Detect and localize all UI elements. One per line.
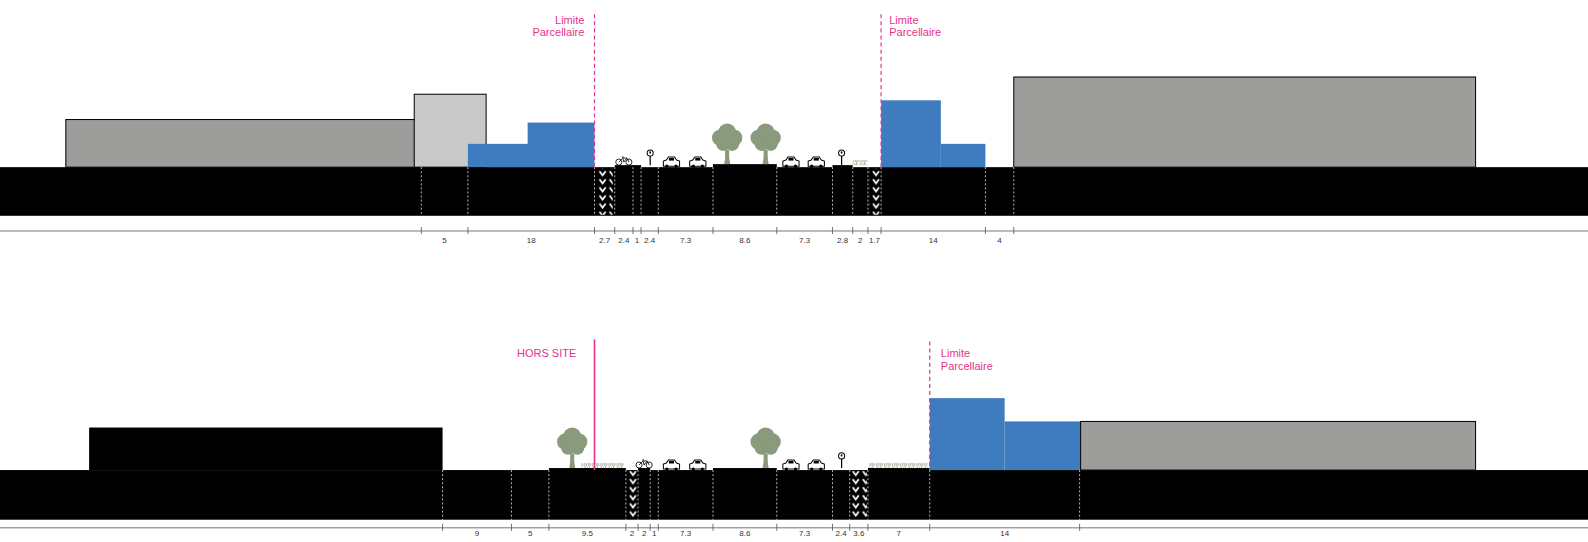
section-divider [867, 167, 868, 216]
dimension-tick [442, 524, 443, 531]
dimension-label: 4 [997, 237, 1001, 246]
section-divider [650, 470, 651, 520]
dimension-label: 1 [652, 530, 656, 539]
section-divider [881, 167, 882, 216]
section-divider [776, 470, 777, 520]
dimension-label: 2 [858, 237, 862, 246]
section-divider [638, 470, 639, 520]
section-divider [985, 167, 986, 216]
dimension-label: 2.4 [618, 237, 629, 246]
section-divider [632, 167, 633, 216]
dimension-tick [658, 227, 659, 234]
section-divider [421, 167, 422, 216]
boundary-label: Limite Parcellaire [941, 347, 1001, 371]
section-divider [548, 470, 549, 520]
section-divider [1013, 167, 1014, 216]
dimension-label: 9 [475, 530, 479, 539]
dimension-tick [548, 524, 549, 531]
dimension-tick [881, 227, 882, 234]
dimension-tick [712, 227, 713, 234]
dimension-tick [614, 227, 615, 234]
dimension-label: 14 [1000, 530, 1009, 539]
dimension-tick [594, 227, 595, 234]
dimension-label: 2.8 [837, 237, 848, 246]
boundary-label: Limite Parcellaire [524, 14, 584, 38]
dimension-label: 14 [929, 237, 938, 246]
section-divider [712, 167, 713, 216]
dimension-label: 8.6 [739, 237, 750, 246]
dimension-label: 2.7 [599, 237, 610, 246]
dimension-label: 1 [635, 237, 639, 246]
section-divider [929, 470, 930, 520]
dimension-label: 7.3 [680, 237, 691, 246]
dimension-tick [467, 227, 468, 234]
dimension-tick [832, 227, 833, 234]
dimension-label: 9.5 [582, 530, 593, 539]
section-divider [832, 167, 833, 216]
section-divider [1079, 470, 1080, 520]
dimension-label: 8.6 [739, 530, 750, 539]
section-divider [852, 167, 853, 216]
dimension-tick [867, 227, 868, 234]
section-divider [658, 167, 659, 216]
boundary-label: Limite Parcellaire [889, 14, 949, 38]
dimension-label: 2 [642, 530, 646, 539]
section-divider [658, 470, 659, 520]
section-divider [832, 470, 833, 520]
dimension-tick [776, 227, 777, 234]
section-divider [849, 470, 850, 520]
dimension-label: 2 [630, 530, 634, 539]
dimension-tick [985, 227, 986, 234]
dimension-label: 7.3 [799, 530, 810, 539]
dimension-tick [511, 524, 512, 531]
dimension-label: 18 [527, 237, 536, 246]
dimension-label: 7.3 [680, 530, 691, 539]
section-divider [641, 167, 642, 216]
dimension-tick [852, 227, 853, 234]
dimension-tick [867, 524, 868, 531]
dimension-label: 5 [528, 530, 532, 539]
dimension-tick [1079, 524, 1080, 531]
section-divider [442, 470, 443, 520]
dimension-tick [650, 524, 651, 531]
dimension-label: 7.3 [799, 237, 810, 246]
dimension-tick [712, 524, 713, 531]
section-divider [776, 167, 777, 216]
dimension-tick [625, 524, 626, 531]
dimension-tick [641, 227, 642, 234]
dimension-label: 3.6 [853, 530, 864, 539]
dimension-tick [658, 524, 659, 531]
dimension-tick [632, 227, 633, 234]
section-divider [614, 167, 615, 216]
section-divider [625, 470, 626, 520]
dimension-tick [1013, 227, 1014, 234]
dimension-tick [776, 524, 777, 531]
dimension-label: 2.4 [836, 530, 847, 539]
dimension-tick [832, 524, 833, 531]
dimension-tick [638, 524, 639, 531]
section-divider [594, 167, 595, 216]
section-divider [867, 470, 868, 520]
dimension-label: 1.7 [869, 237, 880, 246]
section-divider [712, 470, 713, 520]
section-divider [511, 470, 512, 520]
dimension-label: 2.4 [644, 237, 655, 246]
boundary-label: HORS SITE [517, 347, 576, 359]
dimension-tick [929, 524, 930, 531]
section-divider [467, 167, 468, 216]
dimension-label: 7 [897, 530, 901, 539]
dimension-tick [849, 524, 850, 531]
dimension-label: 5 [442, 237, 446, 246]
dimension-tick [421, 227, 422, 234]
